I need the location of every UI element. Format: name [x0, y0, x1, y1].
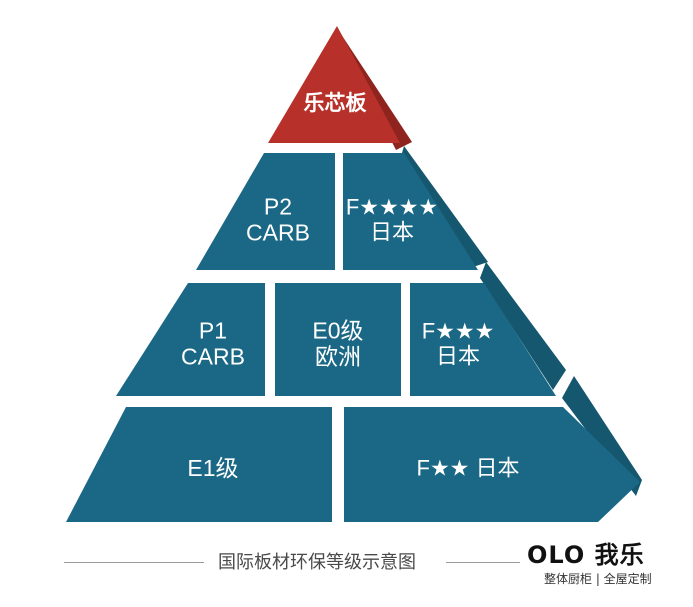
caption-divider-right	[446, 562, 520, 563]
level3-side	[480, 262, 566, 390]
top-tier-block	[268, 26, 400, 143]
top-tier-label: 乐芯板	[303, 91, 367, 115]
level4-left-label: E1级	[187, 454, 239, 481]
top-tier-side	[337, 28, 412, 150]
caption-divider-left	[64, 562, 204, 563]
level2-right-block	[343, 153, 478, 270]
level3-middle-block	[275, 283, 401, 396]
level4-left-block	[66, 407, 332, 522]
level3-left-block	[116, 283, 265, 396]
level4-right-label: F★★ 日本	[416, 455, 520, 481]
level3-middle-label: E0级欧洲	[312, 317, 364, 370]
level3-right-label: F★★★日本	[421, 318, 495, 369]
level3-right-block	[410, 283, 556, 396]
brand-slogan: 整体厨柜 | 全屋定制	[544, 572, 652, 586]
level4-right-block	[344, 407, 640, 522]
brand-logo: OLO 我乐	[527, 541, 645, 569]
diagram-caption: 国际板材环保等级示意图	[218, 552, 416, 573]
level2-side	[400, 146, 488, 268]
level2-right-label: F★★★★日本	[345, 194, 439, 245]
level2-left-block	[196, 153, 335, 270]
